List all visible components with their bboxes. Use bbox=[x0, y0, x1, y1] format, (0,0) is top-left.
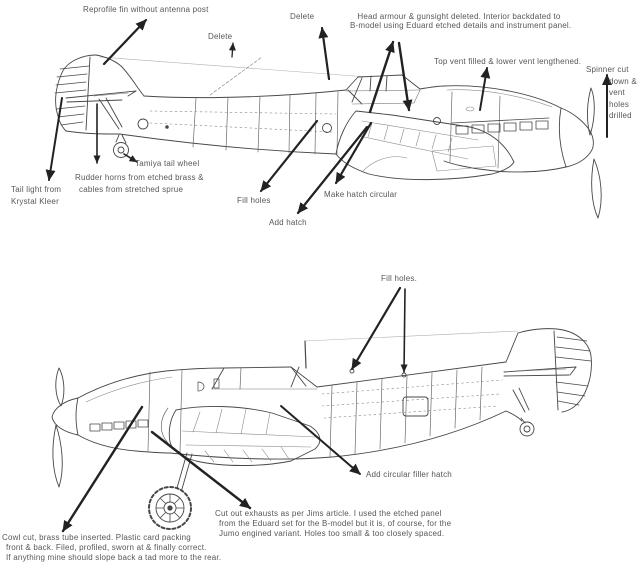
arrow-reprofile-fin bbox=[102, 18, 148, 66]
arrow-add-hatch bbox=[296, 125, 369, 215]
arrow-fill-holes-bottom-left bbox=[350, 286, 402, 371]
label-spinner-line1: Spinner cut bbox=[586, 65, 629, 74]
annotation-arrows bbox=[45, 18, 612, 533]
label-rudder-horns: Rudder horns from etched brass & cables … bbox=[75, 172, 204, 196]
label-tail-light-line2: Krystal Kleer bbox=[11, 197, 59, 206]
label-cut-exhausts-line3: Jumo engined variant. Holes too small & … bbox=[219, 529, 445, 538]
arrow-delete-1 bbox=[228, 42, 236, 58]
arrow-cowl-cut bbox=[61, 405, 144, 533]
label-cowl-cut-line2: front & back. Filed, profiled, sworn at … bbox=[6, 543, 207, 552]
arrow-make-hatch-circular bbox=[334, 121, 373, 185]
label-spinner-cut: Spinner cut down & vent holes drilled bbox=[586, 64, 637, 122]
arrow-head-armour-right bbox=[397, 41, 413, 112]
label-spinner-line4: holes bbox=[609, 99, 630, 109]
label-cut-exhausts-line2: from the Eduard set for the B-model but … bbox=[219, 519, 452, 528]
label-cowl-cut: Cowl cut, brass tube inserted. Plastic c… bbox=[2, 533, 221, 563]
label-head-armour-line1: Head armour & gunsight deleted. Interior… bbox=[357, 12, 561, 21]
arrow-fill-holes-bottom-right bbox=[400, 288, 408, 373]
label-fill-holes-top: Fill holes bbox=[237, 196, 271, 205]
label-spinner-line5: drilled bbox=[609, 111, 632, 120]
label-tail-light: Tail light from Krystal Kleer bbox=[11, 184, 61, 208]
label-fill-holes-bottom: Fill holes. bbox=[381, 274, 417, 283]
label-top-vent: Top vent filled & lower vent lengthened. bbox=[434, 57, 582, 66]
arrow-head-armour-left bbox=[368, 40, 395, 114]
label-head-armour: Head armour & gunsight deleted. Interior… bbox=[350, 12, 572, 30]
label-reprofile-fin: Reprofile fin without antenna post bbox=[83, 5, 209, 14]
label-delete-2: Delete bbox=[290, 12, 315, 21]
arrow-top-vent bbox=[479, 67, 491, 111]
label-rudder-horns-line1: Rudder horns from etched brass & bbox=[75, 173, 204, 182]
arrow-fill-holes-top bbox=[259, 119, 319, 193]
arrow-tamiya-tail-wheel bbox=[123, 153, 138, 163]
label-add-circular-filler-hatch: Add circular filler hatch bbox=[366, 470, 452, 479]
arrow-delete-2 bbox=[318, 26, 331, 81]
label-cut-exhausts: Cut out exhausts as per Jims article. I … bbox=[215, 509, 451, 539]
label-head-armour-line2: B-model using Eduard etched details and … bbox=[350, 20, 572, 30]
label-spinner-line2: down & bbox=[609, 76, 637, 86]
label-delete-1: Delete bbox=[208, 32, 233, 41]
label-cowl-cut-line1: Cowl cut, brass tube inserted. Plastic c… bbox=[2, 533, 191, 542]
label-cowl-cut-line3: If anything mine should slope back a tad… bbox=[6, 553, 222, 562]
arrow-cut-exhausts bbox=[150, 430, 252, 510]
top-aircraft-drawing bbox=[54, 54, 602, 219]
label-rudder-horns-line2: cables from stretched sprue bbox=[79, 185, 184, 194]
label-add-hatch: Add hatch bbox=[269, 218, 307, 227]
arrow-tail-light bbox=[45, 97, 63, 181]
label-tamiya-tail-wheel: Tamiya tail wheel bbox=[135, 159, 200, 168]
label-tail-light-line1: Tail light from bbox=[11, 185, 62, 194]
label-make-hatch-circular: Make hatch circular bbox=[324, 190, 398, 199]
bottom-aircraft-drawing bbox=[51, 328, 592, 530]
label-cut-exhausts-line1: Cut out exhausts as per Jims article. I … bbox=[215, 509, 442, 518]
label-spinner-line3: vent bbox=[609, 88, 625, 97]
arrow-add-circular-filler-hatch bbox=[280, 405, 361, 475]
